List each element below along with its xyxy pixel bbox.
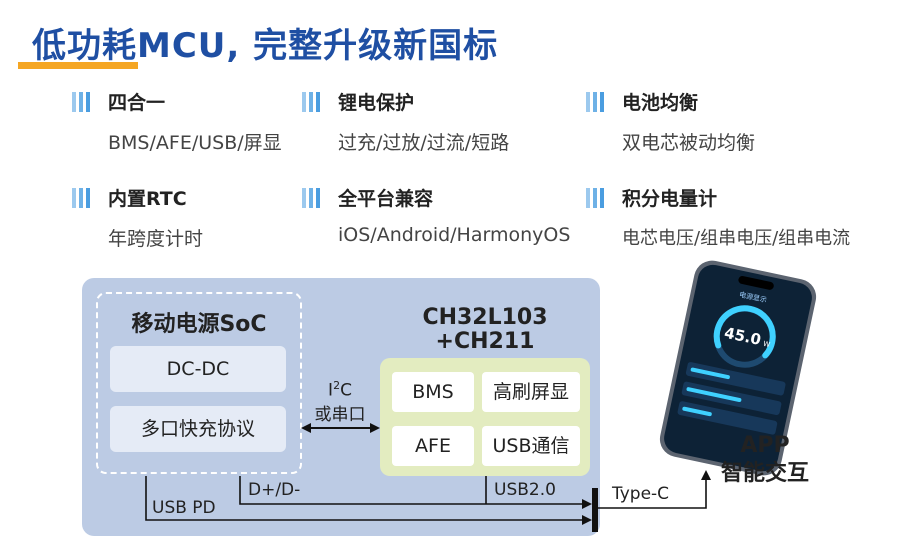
feature-title: 全平台兼容 (338, 188, 434, 210)
usb2-label: USB2.0 (494, 480, 556, 500)
feature-title: 锂电保护 (338, 92, 415, 114)
i2c-line2: 或串口 (314, 404, 366, 425)
feature-title: 四合一 (108, 92, 166, 114)
app-line2: 智能交互 (720, 461, 809, 486)
bars-icon (72, 188, 94, 208)
feature-desc: 电芯电压/组串电压/组串电流 (622, 228, 851, 249)
i2c-label: I2C 或串口 (300, 374, 380, 427)
soc-fast-charge-protocol: 多口快充协议 (110, 406, 286, 452)
page-title: 低功耗MCU, 完整升级新国标 (32, 26, 499, 66)
app-label: APP 智能交互 (710, 432, 820, 488)
bars-icon (302, 92, 324, 112)
type-c-label: Type-C (612, 484, 670, 504)
title-underline (18, 62, 138, 69)
app-line1: APP (740, 433, 790, 458)
dpdm-label: D+/D- (248, 480, 301, 500)
soc-box (96, 292, 302, 474)
bars-icon (72, 92, 94, 112)
feature-desc: BMS/AFE/USB/屏显 (108, 132, 282, 154)
feature-desc: 双电芯被动均衡 (622, 132, 756, 154)
smartphone-icon: 电源显示 45.0 W (659, 260, 817, 476)
type-c-connector (592, 488, 598, 532)
bars-icon (302, 188, 324, 208)
bars-icon (586, 188, 608, 208)
feature-title: 内置RTC (108, 188, 187, 210)
feature-title: 积分电量计 (622, 188, 718, 210)
i2c-prefix: I (328, 380, 334, 401)
bars-icon (586, 92, 608, 112)
dpdm-line (239, 476, 592, 509)
i2c-suffix: C (340, 380, 352, 401)
mcu-afe: AFE (392, 426, 474, 466)
usb-pd-line (145, 476, 592, 525)
soc-title: 移动电源SoC (131, 312, 267, 337)
mcu-title: CH32L103 +CH211 (380, 306, 590, 354)
mcu-bms: BMS (392, 372, 474, 412)
mcu-title-line1: CH32L103 (422, 305, 548, 330)
feature-desc: 过充/过放/过流/短路 (338, 132, 510, 154)
feature-desc: 年跨度计时 (108, 228, 204, 250)
feature-desc: iOS/Android/HarmonyOS (338, 224, 571, 246)
phone-power-unit: W (762, 340, 771, 349)
usb-pd-label: USB PD (152, 498, 216, 518)
type-c-line (598, 470, 711, 509)
soc-dcdc: DC-DC (110, 346, 286, 392)
i2c-sup: 2 (333, 379, 341, 392)
feature-title: 电池均衡 (622, 92, 699, 114)
mcu-title-line2: +CH211 (435, 329, 535, 354)
mcu-usb-comm: USB通信 (482, 426, 580, 466)
mcu-display: 高刷屏显 (482, 372, 580, 412)
